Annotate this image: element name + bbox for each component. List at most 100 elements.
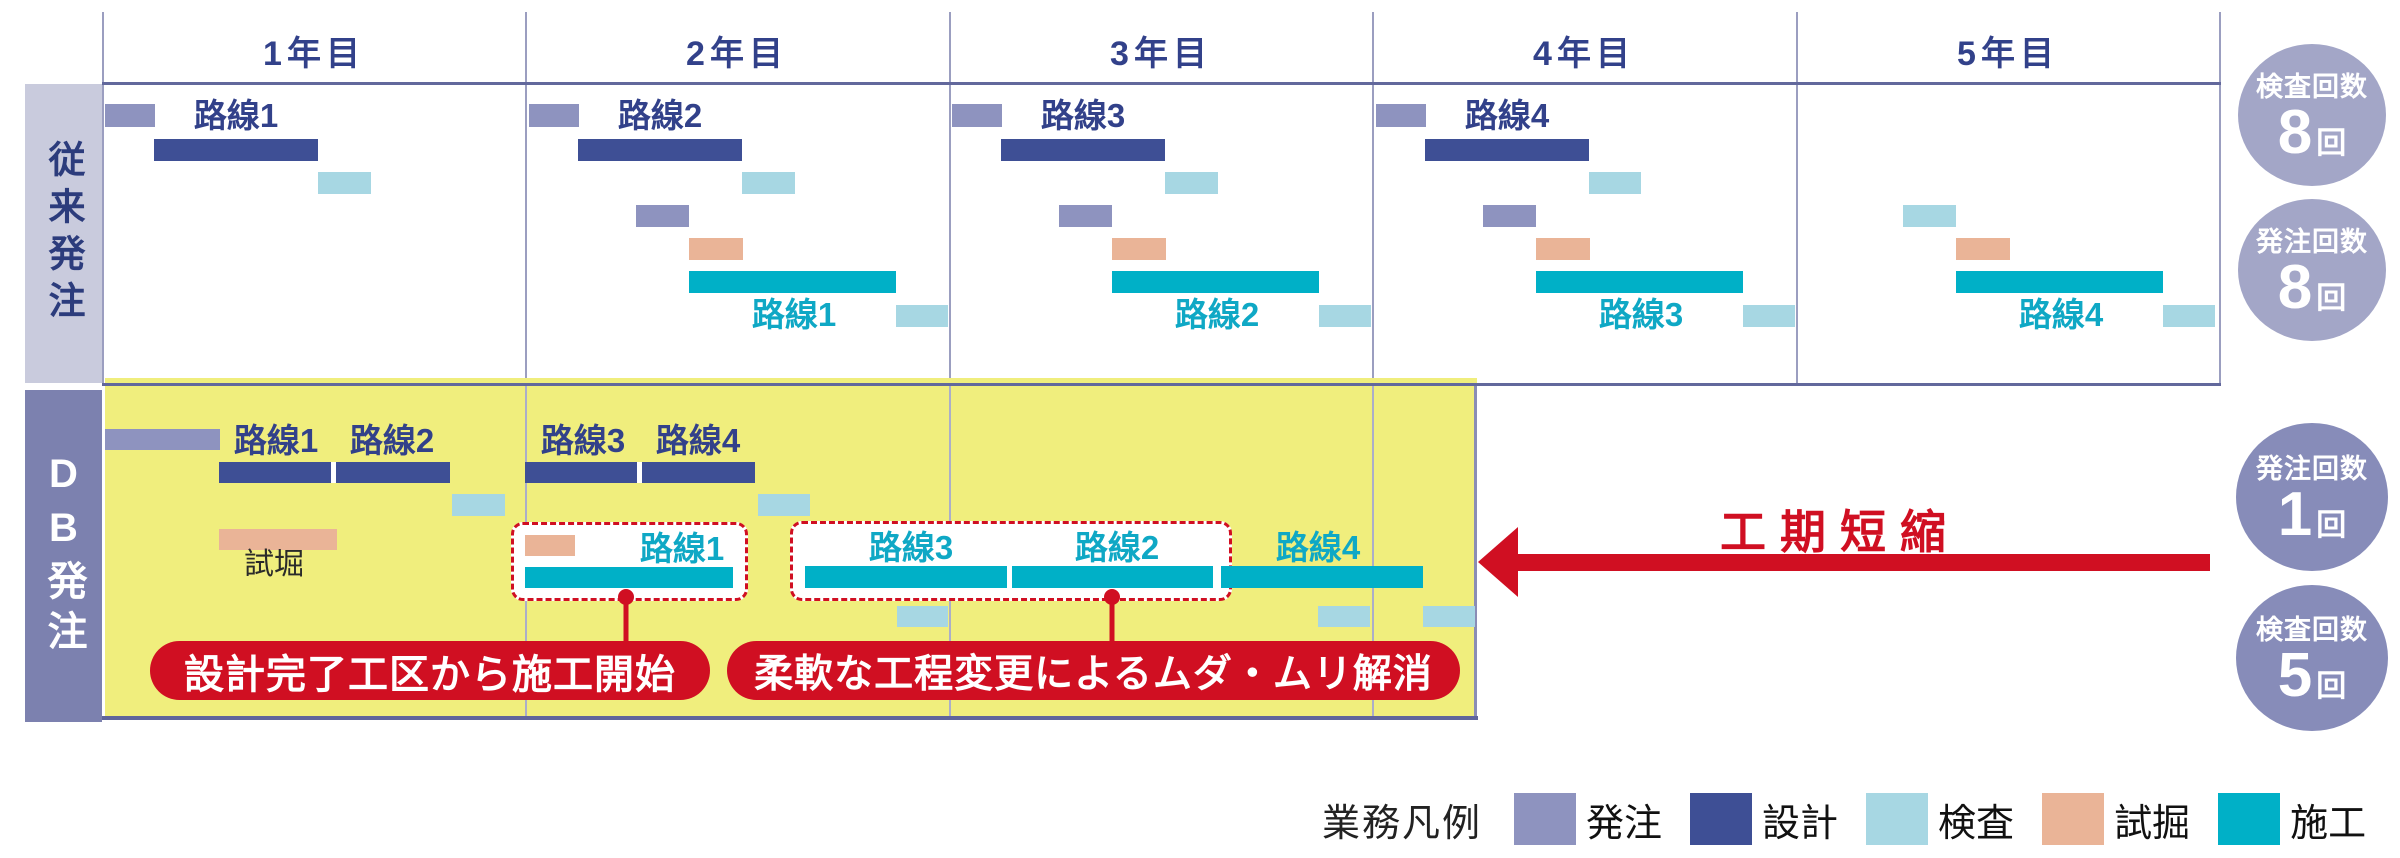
gantt-bar-inspect: [742, 172, 795, 194]
db-area-bottom-border: [102, 716, 1478, 720]
gantt-bar-label: 路線3: [540, 422, 626, 459]
gantt-bar-order: [636, 205, 689, 227]
legend-swatch-icon: [2042, 793, 2105, 845]
gantt-bar-label: 路線3: [868, 529, 954, 566]
gantt-bar-build: [525, 567, 733, 588]
gantt-bar-build: [1112, 271, 1319, 293]
shortening-arrow-shaft: [1512, 554, 2210, 571]
gantt-bar-order: [952, 104, 1002, 127]
gantt-bar-label: 路線4: [1464, 97, 1550, 134]
gantt-bar-order: [105, 429, 220, 450]
gantt-bar-design: [578, 139, 742, 161]
gantt-bar-build: [689, 271, 896, 293]
legend-item: 施工: [2218, 792, 2366, 847]
gantt-bar-inspect: [1165, 172, 1218, 194]
legend-swatch-icon: [1866, 793, 1929, 845]
gantt-bar-inspect: [1743, 305, 1795, 327]
sidebar-db-order: DB発注: [25, 390, 102, 722]
callout-design-complete: 設計完了工区から施工開始: [150, 641, 710, 700]
gantt-bar-gap: [331, 462, 336, 483]
badge-count: 5: [2277, 640, 2313, 710]
gantt-bar-build: [1221, 566, 1423, 588]
gantt-bar-label: 試堀: [244, 548, 304, 581]
gantt-bar-inspect: [1589, 172, 1641, 194]
gantt-bar-label: 路線3: [1598, 296, 1684, 333]
gantt-bar-trial: [525, 535, 575, 556]
legend-label: 発注: [1586, 802, 1663, 845]
gantt-bar-order: [1059, 205, 1112, 227]
gantt-bar-design: [154, 139, 318, 161]
gantt-bar-label: 路線1: [193, 97, 279, 134]
gantt-bar-order: [529, 104, 579, 127]
gantt-bar-inspect: [452, 494, 505, 516]
gantt-bar-gap: [1007, 566, 1012, 588]
year-gridline: [2219, 12, 2221, 386]
badge-count: 8: [2277, 97, 2313, 167]
year-gridline: [949, 12, 951, 386]
gantt-bar-order: [105, 104, 155, 127]
year-gridline: [1372, 12, 1374, 386]
shortening-arrow-head-icon: [1478, 527, 1518, 597]
legend-item: 発注: [1514, 792, 1662, 847]
gantt-bar-label: 路線1: [751, 296, 837, 333]
gantt-bar-inspect: [896, 305, 948, 327]
legend-item: 検査: [1866, 792, 2014, 847]
sidebar-db-label: DB発注: [41, 452, 86, 660]
gantt-bar-label: 路線2: [349, 422, 435, 459]
gantt-bar-design: [1001, 139, 1165, 161]
callout-flexible-schedule: 柔軟な工程変更によるムダ・ムリ解消: [727, 641, 1460, 700]
connector-stem: [1109, 600, 1115, 646]
connector-stem: [623, 600, 629, 646]
badge-unit: 回: [2316, 126, 2347, 160]
gantt-bar-order: [1483, 205, 1536, 227]
gantt-bar-inspect: [758, 494, 810, 516]
legend-label: 試掘: [2114, 802, 2191, 845]
gantt-bar-order: [1376, 104, 1426, 127]
year-gridline-db: [1372, 386, 1374, 716]
sidebar-traditional-order: 従来発注: [25, 84, 102, 383]
gantt-bar-label: 路線4: [1275, 529, 1361, 566]
gantt-bar-inspect: [2163, 305, 2215, 327]
badge-count: 1: [2277, 479, 2313, 549]
gantt-bar-inspect: [897, 606, 948, 627]
gantt-bar-trial: [1536, 238, 1590, 260]
badge-order-count-1: 発注回数 1 回: [2236, 423, 2388, 571]
year-label: 3年目: [1110, 35, 1212, 73]
year-label: 5年目: [1957, 35, 2059, 73]
legend-label: 施工: [2290, 802, 2367, 845]
legend-item: 設計: [1690, 792, 1838, 847]
gantt-bar-inspect: [1903, 205, 1956, 227]
year-gridline: [102, 12, 104, 386]
badge-label: 発注回数: [2256, 453, 2368, 484]
legend-label: 設計: [1762, 802, 1839, 845]
gantt-bar-gap: [637, 462, 642, 483]
sidebar-traditional-label: 従来発注: [43, 139, 84, 328]
legend-swatch-icon: [1514, 793, 1577, 845]
shortening-arrow-label: 工期短縮: [1720, 506, 1960, 558]
gantt-bar-inspect: [1318, 606, 1370, 627]
gantt-bar-trial: [1956, 238, 2010, 260]
gantt-bar-inspect: [1423, 606, 1475, 627]
year-gridline: [1796, 12, 1798, 386]
badge-count: 8: [2277, 252, 2313, 322]
connector-dot: [1104, 589, 1120, 605]
gantt-bar-trial: [1112, 238, 1166, 260]
emphasis-dashed-box: [790, 521, 1232, 601]
badge-inspection-count-5: 検査回数 5 回: [2236, 585, 2388, 731]
connector-dot: [618, 589, 634, 605]
legend-label: 検査: [1938, 802, 2015, 845]
gantt-bar-label: 路線4: [2018, 296, 2104, 333]
gantt-bar-label: 路線1: [233, 422, 319, 459]
gantt-bar-label: 路線4: [655, 422, 741, 459]
gantt-bar-inspect: [1319, 305, 1371, 327]
gantt-bar-inspect: [318, 172, 371, 194]
legend-swatch-icon: [2218, 793, 2281, 845]
badge-unit: 回: [2316, 281, 2347, 315]
badge-inspection-count-8: 検査回数 8 回: [2238, 44, 2386, 186]
legend-item: 試掘: [2042, 792, 2190, 847]
gantt-bar-trial: [219, 529, 337, 550]
gantt-bar-label: 路線2: [1174, 296, 1260, 333]
badge-unit: 回: [2316, 508, 2347, 542]
gantt-bar-label: 路線2: [617, 97, 703, 134]
badge-label: 発注回数: [2256, 226, 2368, 257]
